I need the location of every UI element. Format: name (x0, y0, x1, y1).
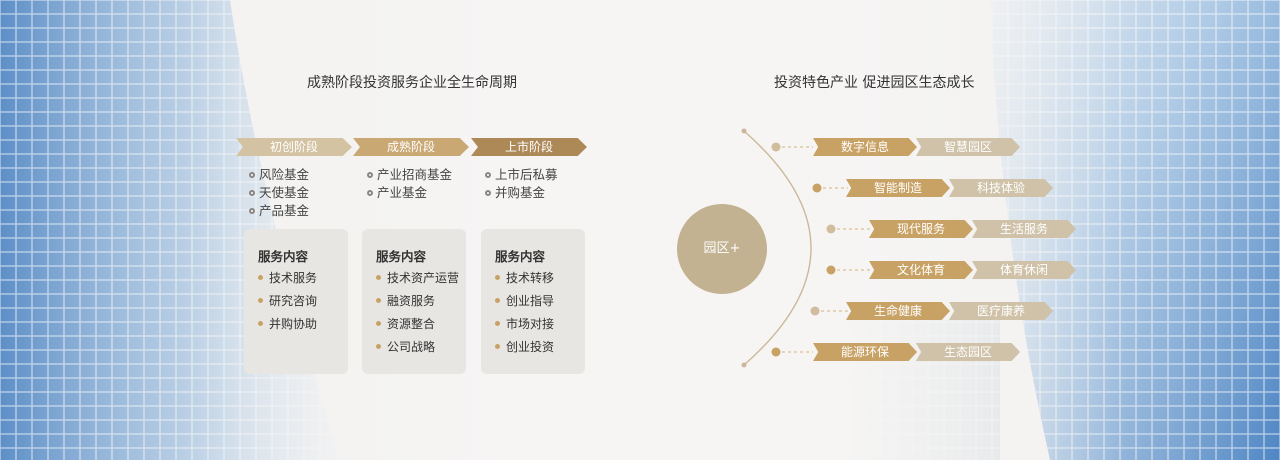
list-item: 资源整合 (376, 313, 459, 336)
list-item: 产业基金 (367, 184, 452, 202)
list-item: 技术服务 (258, 267, 317, 290)
list-item: 创业投资 (495, 336, 554, 359)
list-item: 产品基金 (249, 202, 309, 220)
park-hub-circle: 园区+ (677, 204, 767, 294)
bullet-icon (258, 298, 263, 303)
bullet-icon (485, 172, 491, 178)
list-item: 技术资产运营 (376, 267, 459, 290)
industry-tag: 智能制造 (846, 179, 950, 197)
bullet-icon (367, 172, 373, 178)
fund-list-startup: 风险基金 天使基金 产品基金 (249, 166, 309, 220)
industry-tag: 生态园区 (916, 343, 1020, 361)
left-title: 成熟阶段投资服务企业全生命周期 (307, 75, 517, 91)
list-item: 技术转移 (495, 267, 554, 290)
list-item: 融资服务 (376, 290, 459, 313)
industry-tag: 生命健康 (846, 302, 950, 320)
bullet-icon (495, 321, 500, 326)
bullet-icon (376, 275, 381, 280)
right-title: 投资特色产业 促进园区生态成长 (774, 75, 975, 91)
card-heading: 服务内容 (495, 249, 546, 264)
bullet-icon (258, 275, 263, 280)
list-item: 风险基金 (249, 166, 309, 184)
bullet-icon (249, 208, 255, 214)
bullet-icon (485, 190, 491, 196)
list-item: 并购协助 (258, 313, 317, 336)
service-card-startup: 服务内容 技术服务 研究咨询 并购协助 (244, 229, 348, 374)
industry-tag: 文化体育 (869, 261, 973, 279)
bullet-icon (249, 172, 255, 178)
list-item: 产业招商基金 (367, 166, 452, 184)
stage-mature: 成熟阶段 (353, 138, 469, 156)
list-item: 创业指导 (495, 290, 554, 313)
bullet-icon (249, 190, 255, 196)
industry-tag: 医疗康养 (949, 302, 1053, 320)
stage-listing: 上市阶段 (471, 138, 587, 156)
service-card-listing: 服务内容 技术转移 创业指导 市场对接 创业投资 (481, 229, 585, 374)
list-item: 并购基金 (485, 184, 558, 202)
industry-tag: 科技体验 (949, 179, 1053, 197)
fund-list-listing: 上市后私募 并购基金 (485, 166, 558, 202)
bullet-icon (495, 344, 500, 349)
industry-tag: 能源环保 (813, 343, 917, 361)
bullet-icon (258, 321, 263, 326)
industry-tag: 智慧园区 (916, 138, 1020, 156)
bullet-icon (376, 298, 381, 303)
list-item: 上市后私募 (485, 166, 558, 184)
list-item: 研究咨询 (258, 290, 317, 313)
service-card-mature: 服务内容 技术资产运营 融资服务 资源整合 公司战略 (362, 229, 466, 374)
bullet-icon (376, 344, 381, 349)
bullet-icon (495, 275, 500, 280)
industry-tag: 现代服务 (869, 220, 973, 238)
industry-tag: 生活服务 (972, 220, 1076, 238)
fund-list-mature: 产业招商基金 产业基金 (367, 166, 452, 202)
industry-tag: 体育休闲 (972, 261, 1076, 279)
list-item: 市场对接 (495, 313, 554, 336)
list-item: 公司战略 (376, 336, 459, 359)
card-heading: 服务内容 (258, 249, 309, 264)
card-heading: 服务内容 (376, 249, 427, 264)
bullet-icon (367, 190, 373, 196)
list-item: 天使基金 (249, 184, 309, 202)
bullet-icon (376, 321, 381, 326)
industry-tag: 数字信息 (813, 138, 917, 156)
bullet-icon (495, 298, 500, 303)
stage-startup: 初创阶段 (236, 138, 352, 156)
